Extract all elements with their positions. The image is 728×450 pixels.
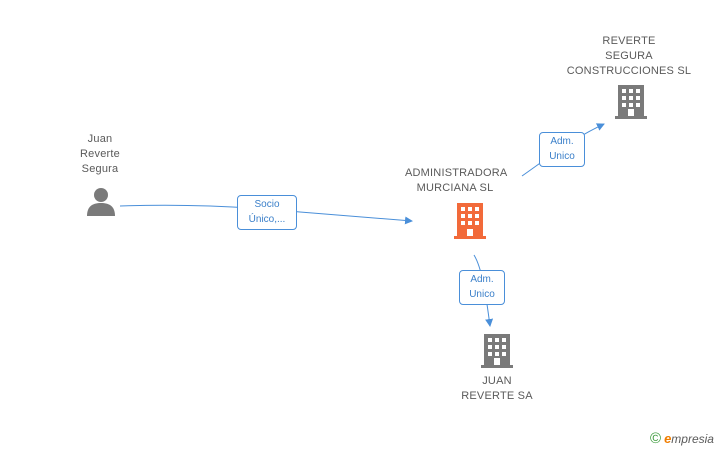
node-label-line: Juan xyxy=(87,133,113,145)
building-icon[interactable] xyxy=(615,85,647,119)
node-label-administradora-murciana[interactable]: ADMINISTRADORA MURCIANA SL xyxy=(405,166,508,196)
empresia-logo: © empresia xyxy=(650,430,714,447)
node-label-line: MURCIANA SL xyxy=(416,182,494,194)
edge-label-line: Adm. xyxy=(550,136,574,147)
node-label-line: REVERTE xyxy=(602,35,656,47)
edge-label-line: Único,... xyxy=(248,214,286,225)
building-icon[interactable] xyxy=(481,334,513,368)
edge-label-line: Unico xyxy=(549,151,575,162)
edge-label-socio-unico[interactable]: Socio Único,... xyxy=(237,195,297,230)
edge-label-adm-unico-top[interactable]: Adm. Unico xyxy=(539,132,585,167)
node-label-line: REVERTE SA xyxy=(461,390,533,402)
node-label-line: CONSTRUCCIONES SL xyxy=(566,65,692,77)
node-label-juan-reverte-sa[interactable]: JUAN REVERTE SA xyxy=(447,374,547,404)
brand-initial: e xyxy=(664,431,672,446)
node-label-juan-reverte-segura[interactable]: Juan Reverte Segura xyxy=(60,132,140,177)
edge-label-line: Socio xyxy=(254,199,280,210)
node-label-reverte-segura-construcciones[interactable]: REVERTE SEGURA CONSTRUCCIONES SL xyxy=(564,34,694,79)
edge-label-line: Unico xyxy=(469,289,495,300)
building-icon[interactable] xyxy=(454,203,486,239)
edge-label-line: Adm. xyxy=(470,274,494,285)
person-icon[interactable] xyxy=(86,186,116,216)
node-label-line: Reverte xyxy=(80,148,120,160)
node-label-line: ADMINISTRADORA xyxy=(405,167,508,179)
copyright-symbol: © xyxy=(650,430,662,447)
node-label-line: JUAN xyxy=(482,375,512,387)
edge-label-adm-unico-bottom[interactable]: Adm. Unico xyxy=(459,270,505,305)
node-label-line: Segura xyxy=(81,163,119,175)
brand-name: mpresia xyxy=(671,432,714,446)
node-label-line: SEGURA xyxy=(605,50,653,62)
